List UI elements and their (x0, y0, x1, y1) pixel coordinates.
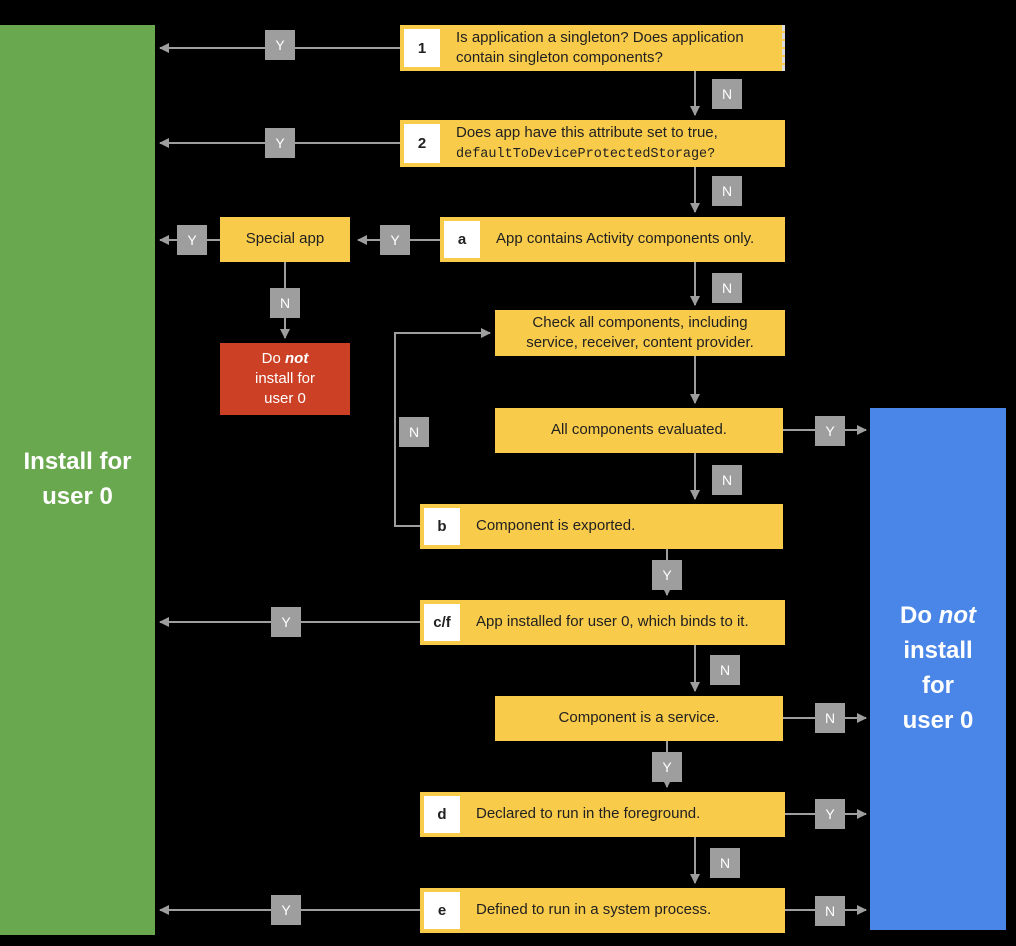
terminal-install-user0-text: Install for user 0 (23, 445, 131, 515)
not-install-line2: install (903, 637, 973, 665)
edge-label-d-no: N (710, 848, 740, 878)
node-a-text: App contains Activity components only. (496, 230, 755, 248)
install-line2: user 0 (42, 483, 113, 510)
not-install-line4: user 0 (902, 706, 974, 734)
node-special-app: Special app (220, 217, 350, 262)
edge-label-special-no: N (270, 288, 300, 318)
terminal-do-not-install-text: Do not install for user 0 (900, 599, 976, 738)
edge-label-d-yes: Y (815, 799, 845, 829)
node-is-service: Component is a service. (495, 696, 783, 741)
node-b-key: b (424, 508, 460, 545)
red-line1: Do not (261, 349, 309, 367)
node-q1-singleton: 1 Is application a singleton? Does appli… (400, 25, 785, 71)
node-e-system-process: e Defined to run in a system process. (420, 888, 785, 933)
not-install-line3: for (921, 672, 954, 699)
node-e-key: e (424, 892, 460, 929)
edge-label-e-no: N (815, 896, 845, 926)
edge-label-q1-no: N (712, 79, 742, 109)
edge-label-b-yes: Y (652, 560, 682, 590)
terminal-do-not-install-user0: Do not install for user 0 (870, 408, 1006, 930)
edge-label-q2-no: N (712, 176, 742, 206)
node-d-text: Declared to run in the foreground. (476, 805, 701, 823)
node-a-activity-only: a App contains Activity components only. (440, 217, 785, 262)
red-line2: install for (254, 369, 316, 387)
node-special-app-text: Special app (245, 230, 325, 248)
node-all-evaluated-text: All components evaluated. (551, 421, 727, 439)
edge-label-a-yes: Y (380, 225, 410, 255)
node-e-text: Defined to run in a system process. (476, 901, 712, 919)
node-a-key: a (444, 221, 480, 258)
edge-label-evaluated-no: N (712, 465, 742, 495)
node-all-evaluated: All components evaluated. (495, 408, 783, 453)
node-cf-key: c/f (424, 604, 460, 641)
node-is-service-text: Component is a service. (558, 709, 720, 727)
node-d-foreground: d Declared to run in the foreground. (420, 792, 785, 837)
edge-label-cf-no: N (710, 655, 740, 685)
edge-label-e-yes: Y (271, 895, 301, 925)
red-node-text: Do not install for user 0 (255, 349, 315, 410)
edge-label-service-no: N (815, 703, 845, 733)
edge-label-evaluated-yes: Y (815, 416, 845, 446)
edge-label-a-no: N (712, 273, 742, 303)
edge-label-b-loop-no: N (399, 417, 429, 447)
red-line3: user 0 (264, 390, 306, 408)
node-d-key: d (424, 796, 460, 833)
edge-label-cf-yes: Y (271, 607, 301, 637)
node-check-components: Check all components, including service,… (495, 310, 785, 356)
node-q1-key: 1 (404, 29, 440, 67)
node-b-text: Component is exported. (476, 517, 636, 535)
edge-label-special-yes: Y (177, 225, 207, 255)
node-q2-protected-storage: 2 Does app have this attribute set to tr… (400, 120, 785, 167)
edge-label-service-yes: Y (652, 752, 682, 782)
edge-label-q1-yes: Y (265, 30, 295, 60)
node-do-not-install-red: Do not install for user 0 (220, 343, 350, 415)
node-cf-text: App installed for user 0, which binds to… (476, 613, 749, 631)
node-check-components-text: Check all components, including service,… (526, 313, 754, 351)
install-line1: Install for (23, 448, 132, 476)
node-b-exported: b Component is exported. (420, 504, 783, 549)
node-q2-text: Does app have this attribute set to true… (456, 123, 718, 163)
node-q2-key: 2 (404, 124, 440, 163)
attribute-code: defaultToDeviceProtectedStorage? (456, 147, 716, 163)
edge-label-q2-yes: Y (265, 128, 295, 158)
node-cf-binds: c/f App installed for user 0, which bind… (420, 600, 785, 645)
not-install-line1: Do not (900, 602, 976, 630)
terminal-install-user0: Install for user 0 (0, 25, 155, 935)
node-q1-text: Is application a singleton? Does applica… (456, 28, 744, 66)
